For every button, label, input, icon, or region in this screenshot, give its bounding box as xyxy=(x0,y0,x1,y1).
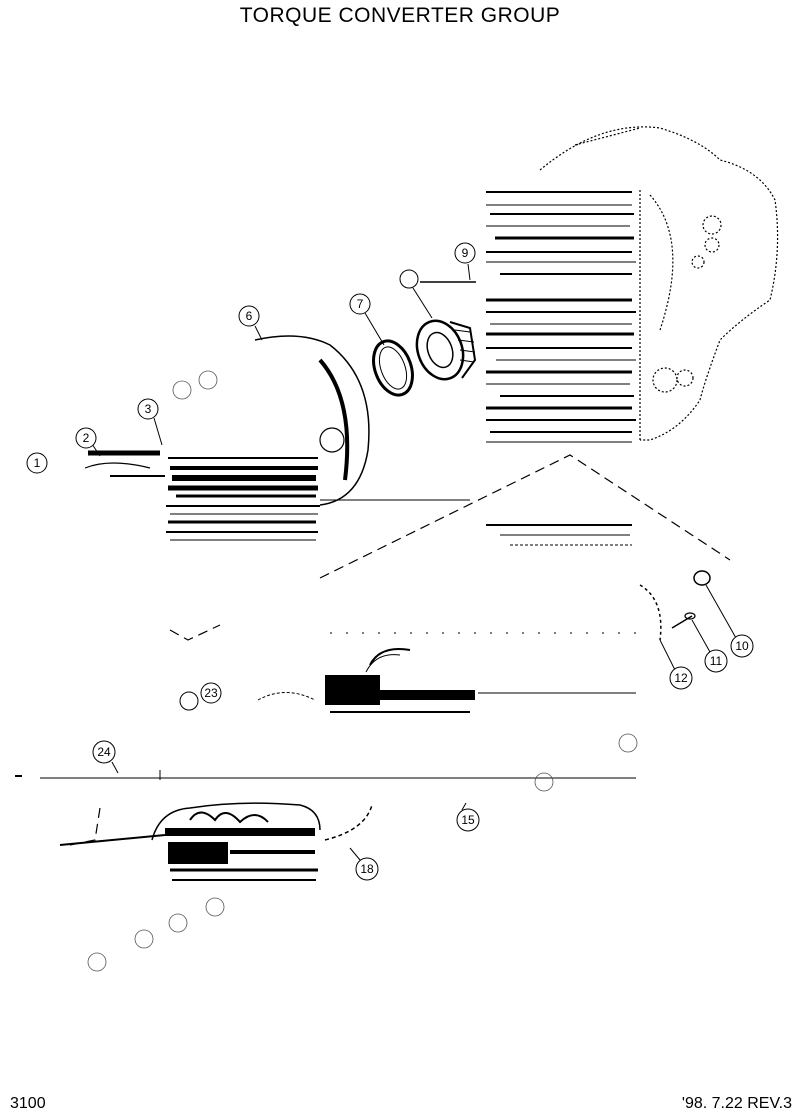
callout-23: 23 xyxy=(200,682,222,704)
page-title: TORQUE CONVERTER GROUP xyxy=(239,4,561,27)
flange-group xyxy=(639,570,711,641)
callout-15: 15 xyxy=(456,808,480,832)
svg-text:3: 3 xyxy=(145,402,152,416)
svg-text:6: 6 xyxy=(246,309,253,323)
svg-text:9: 9 xyxy=(462,246,469,260)
leader-lines xyxy=(91,263,737,861)
svg-text:23: 23 xyxy=(204,686,218,700)
revision-date: '98. 7.22 REV.3 xyxy=(681,1095,792,1112)
part-2-shaft xyxy=(84,450,165,477)
callout-1: 1 xyxy=(26,452,48,474)
svg-text:11: 11 xyxy=(710,654,723,668)
callout-hidden-23a xyxy=(179,691,199,711)
callout-24: 24 xyxy=(92,740,116,764)
callout-18: 18 xyxy=(355,857,379,881)
svg-text:7: 7 xyxy=(357,297,364,311)
callout-6: 6 xyxy=(238,305,260,327)
svg-text:1: 1 xyxy=(34,456,41,470)
torque-converter xyxy=(166,335,470,541)
lower-assembly xyxy=(15,632,636,881)
callout-3: 3 xyxy=(137,398,159,420)
callout-10: 10 xyxy=(730,634,754,658)
svg-text:15: 15 xyxy=(461,813,475,827)
callout-2: 2 xyxy=(75,427,97,449)
svg-text:12: 12 xyxy=(674,671,688,685)
callout-hidden-4 xyxy=(399,269,419,289)
sheet-number: 3100 xyxy=(10,1095,46,1112)
part-4-gear xyxy=(415,319,477,381)
callout-12: 12 xyxy=(669,666,693,690)
transmission-housing xyxy=(539,126,779,441)
svg-text:18: 18 xyxy=(360,862,374,876)
housing-body xyxy=(484,180,636,550)
svg-text:2: 2 xyxy=(83,431,90,445)
svg-text:10: 10 xyxy=(735,639,749,653)
callout-9: 9 xyxy=(454,242,476,264)
part-7-ring xyxy=(372,339,414,397)
reference-circles xyxy=(87,370,638,972)
callout-11: 11 xyxy=(704,649,728,673)
svg-text:24: 24 xyxy=(97,745,111,759)
callout-7: 7 xyxy=(349,293,371,315)
